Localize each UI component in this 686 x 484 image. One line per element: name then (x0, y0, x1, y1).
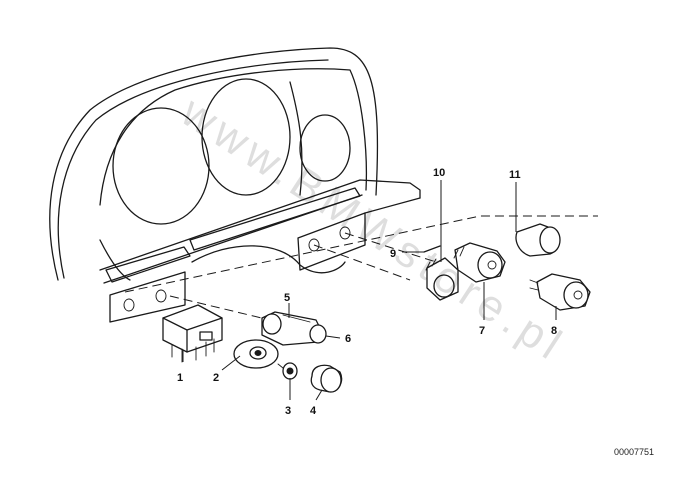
callout-2: 2 (213, 372, 219, 384)
callout-1: 1 (177, 372, 183, 384)
switch-cap (515, 223, 561, 257)
escutcheon-ring (233, 339, 279, 369)
retaining-pin (423, 245, 441, 253)
dashboard-lower-panel (99, 179, 421, 323)
callout-9: 9 (390, 248, 396, 260)
switch-opening (308, 238, 320, 252)
callout-8: 8 (551, 325, 557, 337)
catalog-number: 00007751 (613, 447, 654, 457)
callout-7: 7 (479, 325, 485, 337)
switch-opening (123, 298, 135, 312)
tachometer-opening (201, 78, 291, 196)
speedometer-opening (112, 107, 210, 225)
relay-switch-block (162, 304, 223, 363)
instrument-cluster-housing (49, 47, 379, 281)
right-switch-panel (297, 212, 366, 271)
callout-11: 11 (509, 169, 521, 181)
push-switch-medium (453, 242, 506, 283)
left-switch-panel (109, 271, 186, 323)
callout-10: 10 (433, 167, 445, 179)
callout-4: 4 (310, 405, 317, 417)
gauge-opening (299, 114, 351, 182)
rocker-switch (425, 257, 459, 301)
bulb-holder (277, 362, 298, 380)
switch-opening (155, 289, 167, 303)
callout-6: 6 (345, 333, 351, 345)
knob-cap (310, 364, 343, 393)
push-switch-small (261, 311, 327, 346)
push-switch-large (529, 273, 591, 311)
callout-numbers: 1 2 3 4 5 6 7 8 9 10 11 (177, 167, 557, 417)
assembly-guide-lines (124, 215, 598, 321)
callout-3: 3 (285, 405, 291, 417)
callout-5: 5 (284, 292, 290, 304)
switch-opening (339, 226, 351, 240)
callout-leaders (182, 180, 557, 401)
